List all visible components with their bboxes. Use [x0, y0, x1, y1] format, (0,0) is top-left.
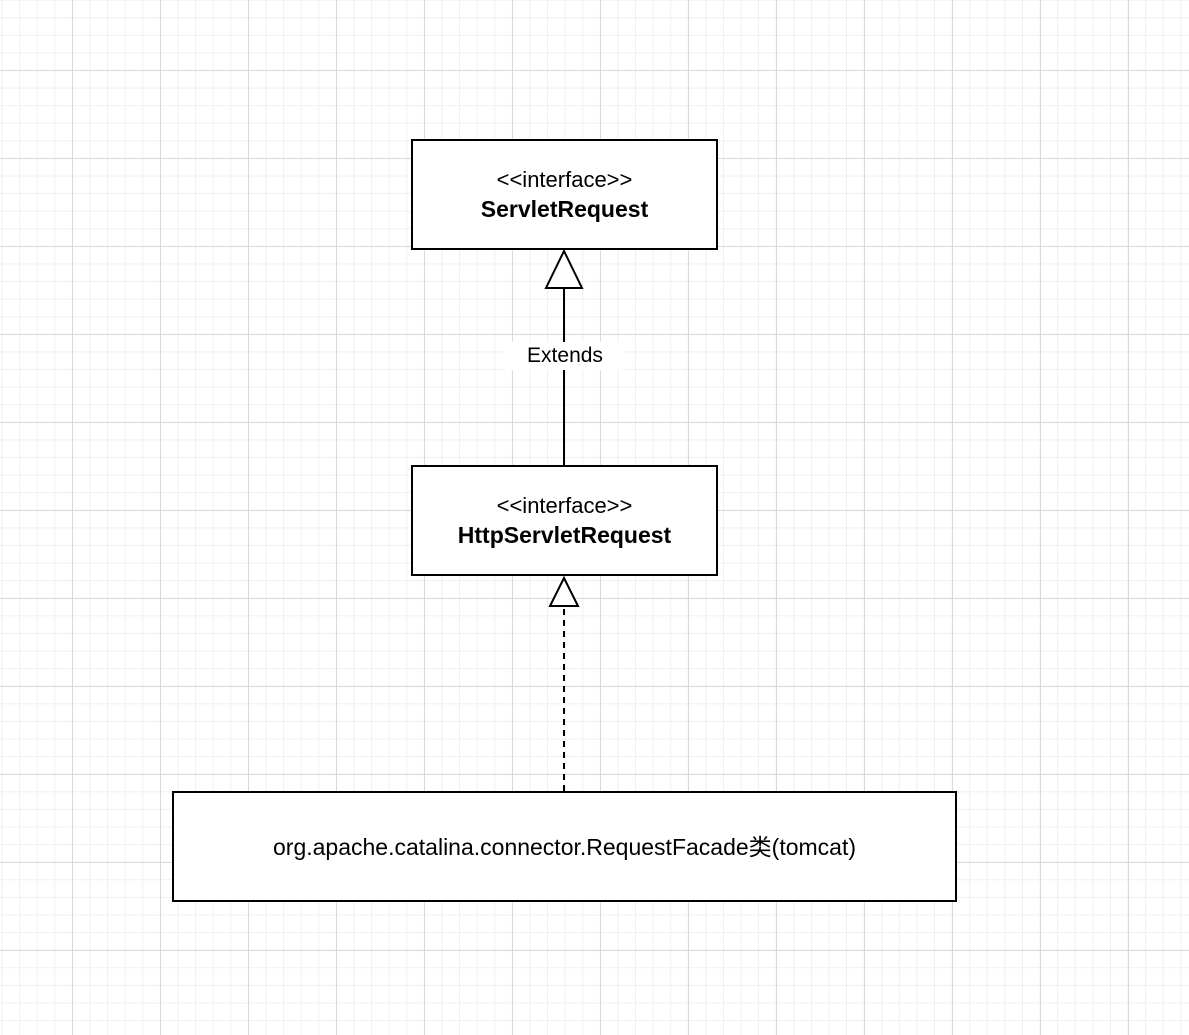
http-servlet-request-stereotype: <<interface>>	[496, 492, 633, 518]
http-servlet-request-node[interactable]: <<interface>> HttpServletRequest	[411, 465, 718, 576]
implements-arrowhead-icon	[548, 575, 580, 607]
servlet-request-stereotype: <<interface>>	[496, 166, 633, 192]
extends-arrowhead-icon	[544, 248, 584, 289]
request-facade-name: org.apache.catalina.connector.RequestFac…	[273, 833, 856, 860]
request-facade-node[interactable]: org.apache.catalina.connector.RequestFac…	[172, 791, 957, 902]
http-servlet-request-name: HttpServletRequest	[457, 521, 672, 548]
servlet-request-name: ServletRequest	[480, 195, 649, 222]
servlet-request-node[interactable]: <<interface>> ServletRequest	[411, 139, 718, 250]
extends-edge-label[interactable]: Extends	[505, 342, 625, 370]
